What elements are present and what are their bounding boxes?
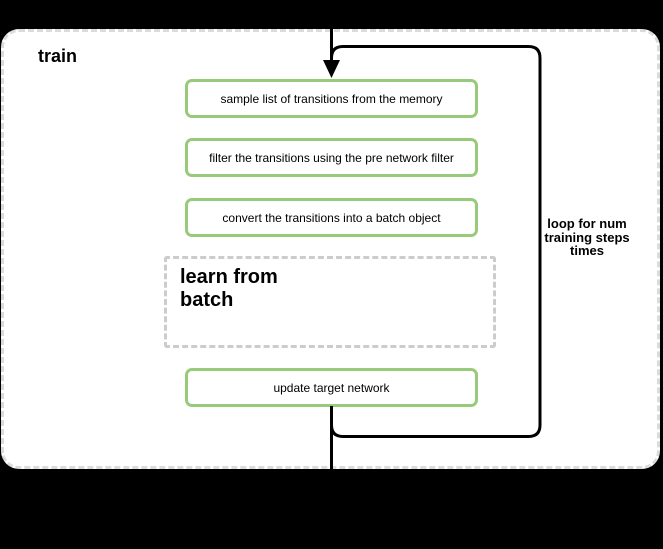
node-label: filter the transitions using the pre net… [209, 150, 454, 165]
node-sample-transitions: sample list of transitions from the memo… [185, 79, 478, 118]
node-filter-transitions: filter the transitions using the pre net… [185, 138, 478, 177]
node-label: update target network [273, 380, 390, 395]
train-container: train sample list of transitions from th… [1, 29, 660, 469]
loop-annotation: loop for num training steps times [544, 216, 630, 258]
node-update-target-network: update target network [185, 368, 478, 407]
node-convert-to-batch: convert the transitions into a batch obj… [185, 198, 478, 237]
node-learn-from-batch: learn from batch [164, 256, 496, 348]
node-label: sample list of transitions from the memo… [220, 91, 443, 106]
node-label: learn from batch [180, 266, 278, 311]
container-title: train [38, 46, 78, 66]
node-label: convert the transitions into a batch obj… [222, 210, 441, 225]
